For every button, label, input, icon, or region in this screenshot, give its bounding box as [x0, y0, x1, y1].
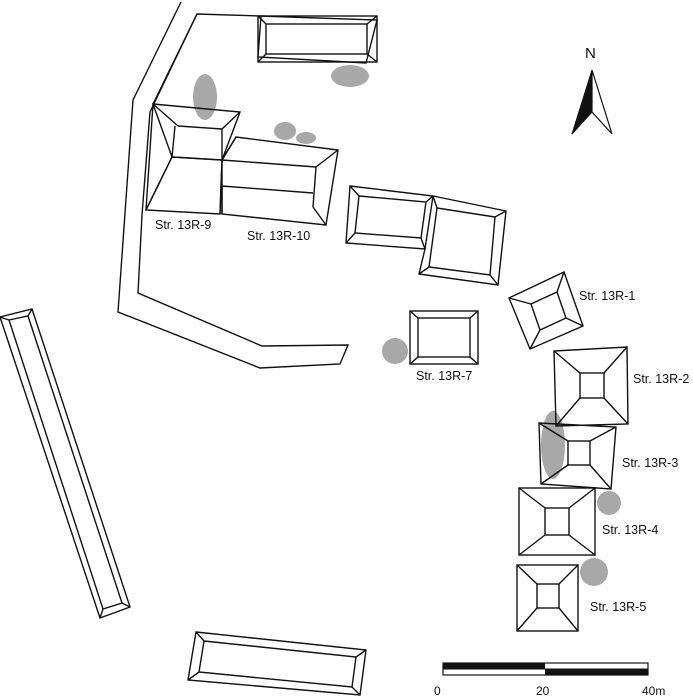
structure-13r4	[518, 487, 596, 556]
scale-tick-20: 20	[536, 684, 550, 698]
label-13r1: Str. 13R-1	[579, 289, 635, 303]
west-long-building	[0, 308, 131, 619]
palace-complex	[117, 1, 378, 369]
label-13r7: Str. 13R-7	[416, 369, 472, 383]
structure-13r5	[516, 564, 579, 632]
enclosure-outline	[117, 1, 378, 369]
north-arrow: N	[571, 45, 613, 135]
pit-circle	[597, 491, 621, 515]
label-13r3: Str. 13R-3	[622, 456, 678, 470]
north-range-building	[257, 15, 378, 63]
pit-ellipse	[193, 74, 217, 120]
label-13r5: Str. 13R-5	[590, 600, 646, 614]
pit-ellipse	[274, 122, 296, 140]
structure-13r10	[221, 136, 339, 226]
scale-bar: 0 20 40m	[434, 662, 665, 698]
label-13r2: Str. 13R-2	[633, 372, 689, 386]
label-13r4: Str. 13R-4	[602, 523, 658, 537]
pit-circle	[382, 338, 408, 364]
scale-tick-0: 0	[434, 684, 441, 698]
central-double-building	[345, 185, 507, 286]
structure-13r9	[144, 103, 241, 215]
scale-tick-40: 40m	[642, 684, 665, 698]
pit-ellipse	[296, 132, 316, 144]
north-arrow-label: N	[585, 45, 596, 62]
structure-13r3	[538, 422, 617, 490]
label-13r10: Str. 13R-10	[247, 229, 310, 243]
structure-13r2	[553, 346, 629, 427]
structure-13r7	[409, 310, 479, 365]
structure-13r1	[508, 271, 584, 350]
structure-labels: Str. 13R-1 Str. 13R-2 Str. 13R-3 Str. 13…	[155, 218, 689, 614]
pit-ellipse	[331, 65, 369, 87]
pit-circle	[580, 558, 608, 586]
label-13r9: Str. 13R-9	[155, 218, 211, 232]
south-building	[187, 631, 367, 696]
